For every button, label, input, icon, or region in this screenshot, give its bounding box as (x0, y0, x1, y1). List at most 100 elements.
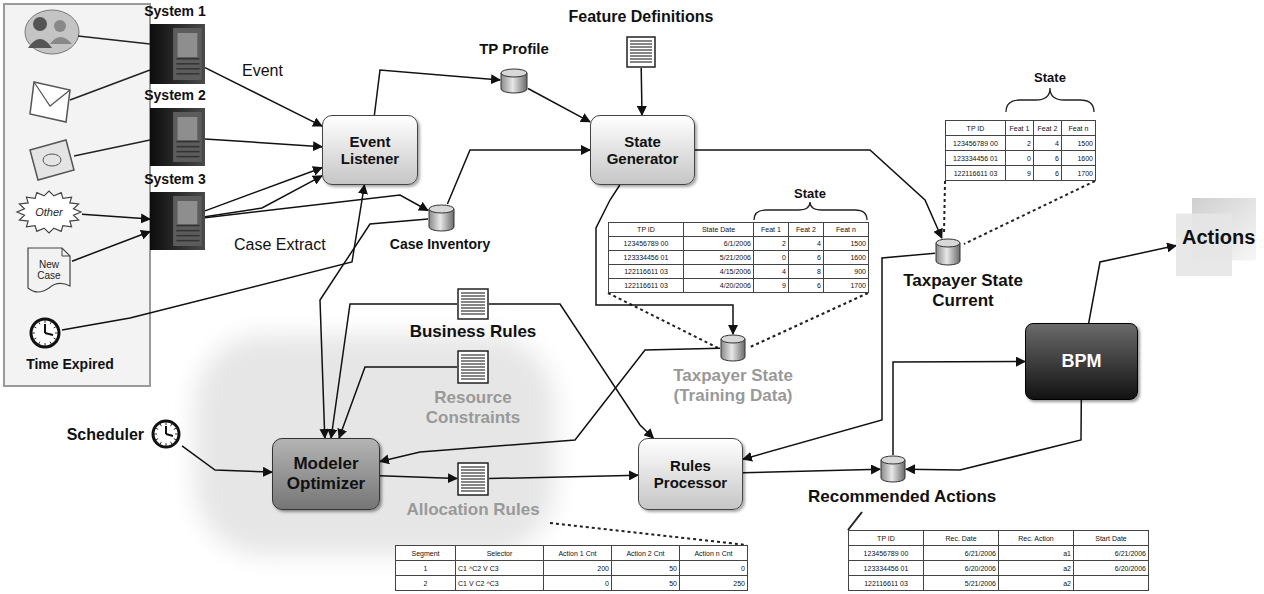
connector (205, 168, 322, 211)
connector (447, 150, 590, 204)
leader-lines (550, 181, 1095, 545)
table-cell: 123456789 00 (608, 236, 683, 250)
data-store: Taxpayer State (Training Data) (720, 334, 746, 362)
new-case-doc: New Case (26, 246, 72, 294)
table-cell: 123456789 00 (945, 135, 1005, 150)
table-header: Feat 2 (1033, 120, 1061, 135)
table-header: Action n Cnt (679, 545, 747, 560)
table-cell: 4/20/2006 (683, 278, 753, 292)
node-label: Time Expired (12, 356, 128, 373)
node-label: Taxpayer State (Training Data) (658, 366, 808, 406)
table-cell: 122116611 03 (608, 278, 683, 292)
table-header: Selector (455, 545, 543, 560)
process-box: Rules Processor (638, 438, 743, 510)
node-text: Rules Processor (644, 457, 737, 492)
process-box: Event Listener (322, 115, 418, 185)
table-cell: 122116611 03 (848, 575, 923, 590)
actions-output: Actions (1176, 198, 1256, 276)
server-icon: System 1 (150, 24, 205, 84)
table-cell: 1500 (823, 236, 868, 250)
source-panel (4, 4, 150, 386)
table-cell: 6/21/2006 (1073, 545, 1148, 560)
table-cell: C1 ^C2 V C3 (455, 560, 543, 575)
connector (1089, 246, 1176, 323)
money-icon (30, 140, 74, 180)
table-cell: 122116611 03 (608, 264, 683, 278)
table-header: Feat 1 (1005, 120, 1033, 135)
node-text: Actions (1182, 226, 1250, 249)
table-cell: 1700 (823, 278, 868, 292)
data-table: TP IDState DateFeat 1Feat 2Feat n1234567… (608, 222, 869, 293)
table-header: Action 1 Cnt (543, 545, 611, 560)
table-cell: a2 (998, 575, 1073, 590)
data-table: TP IDRec. DateRec. ActionStart Date12345… (848, 530, 1149, 591)
cylinder-shape (500, 68, 528, 94)
node-label: System 1 (120, 3, 230, 20)
connector (640, 68, 642, 115)
server-shape (150, 24, 205, 84)
node-label: System 3 (120, 171, 230, 188)
data-table: SegmentSelectorAction 1 CntAction 2 CntA… (395, 545, 748, 591)
edge-label: Event (240, 62, 285, 80)
table-cell: 900 (823, 264, 868, 278)
node-label: Resource Constraints (408, 388, 538, 428)
document-icon: Feature Definitions (626, 36, 656, 68)
document-shape (457, 350, 489, 384)
table-cell: 1 (395, 560, 455, 575)
document-icon: Allocation Rules (457, 462, 489, 496)
document-shape (457, 462, 489, 496)
bracket-label: State (1020, 70, 1080, 85)
connector (182, 446, 272, 472)
connector (82, 214, 150, 219)
data-store: Case Inventory (428, 204, 455, 232)
table-cell: 0 (543, 575, 611, 590)
table-cell: 122116611 03 (945, 165, 1005, 180)
node-label: Scheduler (38, 426, 144, 445)
node-label: TP Profile (458, 40, 570, 58)
server-icon: System 2 (150, 108, 205, 166)
bracket-label: State (780, 186, 840, 201)
data-store: Taxpayer State Current (935, 238, 961, 266)
table-header: Feat n (1061, 120, 1095, 135)
table-header: TP ID (848, 530, 923, 545)
connector (205, 195, 428, 218)
connector (743, 469, 880, 472)
optimizer-box: Modeler Optimizer (272, 438, 380, 510)
table-cell: 6 (1033, 150, 1061, 165)
table-cell: 5/21/2006 (923, 575, 998, 590)
state-brackets (754, 88, 1094, 220)
table-cell: 6/20/2006 (923, 560, 998, 575)
person-icon (25, 10, 79, 54)
connector (893, 362, 1025, 455)
node-text: BPM (1062, 351, 1102, 372)
clock-shape (150, 418, 182, 450)
table-cell: 9 (1005, 165, 1033, 180)
table-header: Feat 1 (753, 222, 788, 236)
node-label: Business Rules (383, 322, 563, 342)
table-cell: 250 (679, 575, 747, 590)
table-cell: 6 (788, 278, 823, 292)
node-label: System 2 (120, 87, 230, 104)
table-cell: 1500 (1061, 135, 1095, 150)
server-shape (150, 192, 205, 250)
table-cell: 2 (395, 575, 455, 590)
connector (380, 476, 457, 479)
node-label: Case Inventory (380, 236, 500, 253)
edge-label: Case Extract (232, 236, 328, 254)
source-wires (70, 36, 150, 156)
table-cell: 50 (611, 575, 679, 590)
cylinder-shape (720, 334, 746, 362)
node-text: New Case (32, 259, 66, 282)
table-cell: 1600 (823, 250, 868, 264)
cylinder-shape (935, 238, 961, 266)
clock-shape (28, 316, 62, 350)
leader-line (848, 512, 862, 530)
table-cell: C1 V C2 ^C3 (455, 575, 543, 590)
table-cell: 123334456 01 (608, 250, 683, 264)
connector (528, 89, 590, 122)
table-cell: a1 (998, 545, 1073, 560)
node-label: Recommended Actions (808, 487, 1068, 507)
envelope-icon (30, 82, 70, 122)
table-cell: 4/15/2006 (683, 264, 753, 278)
table-cell: 6/21/2006 (923, 545, 998, 560)
